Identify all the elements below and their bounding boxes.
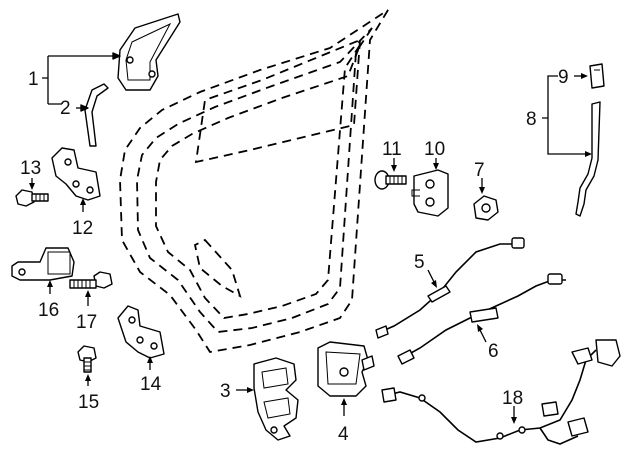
part-wiring-harness [381,339,621,445]
callout-3: 3 [220,381,231,402]
leader-8 [542,75,590,155]
part-handle-cable-6 [397,273,566,365]
leader-1 [42,55,120,105]
callout-9: 9 [558,67,569,88]
callout-10: 10 [424,139,445,160]
callout-16: 16 [38,300,59,321]
callout-6: 6 [488,341,499,362]
callout-5: 5 [414,252,425,273]
part-bolt-17 [69,271,113,289]
part-door-latch [317,341,375,397]
callout-14: 14 [140,374,162,395]
callout-13: 13 [20,158,41,179]
part-bolt-15 [77,345,97,373]
part-upper-hinge [51,147,101,201]
callout-4: 4 [338,424,349,445]
part-seal-strip [84,83,109,147]
part-window-seal [117,13,181,91]
part-switch [473,195,499,221]
callout-17: 17 [76,312,97,333]
part-handle-cable-5 [375,237,525,339]
callout-1: 1 [28,69,39,90]
part-door-check [11,247,75,281]
part-lock-rod [575,101,601,217]
part-lower-hinge [117,305,165,359]
part-screw [374,170,407,190]
callout-18: 18 [502,388,523,409]
part-bolt-13 [15,189,49,207]
callout-12: 12 [72,218,93,239]
callout-15: 15 [78,392,99,413]
callout-8: 8 [526,109,537,130]
part-striker [411,169,449,217]
callout-2: 2 [60,98,71,119]
callout-7: 7 [474,160,485,181]
door-outline [119,9,389,353]
part-lock-actuator [253,357,299,441]
part-rod-clip [589,63,605,89]
callout-11: 11 [382,139,402,160]
